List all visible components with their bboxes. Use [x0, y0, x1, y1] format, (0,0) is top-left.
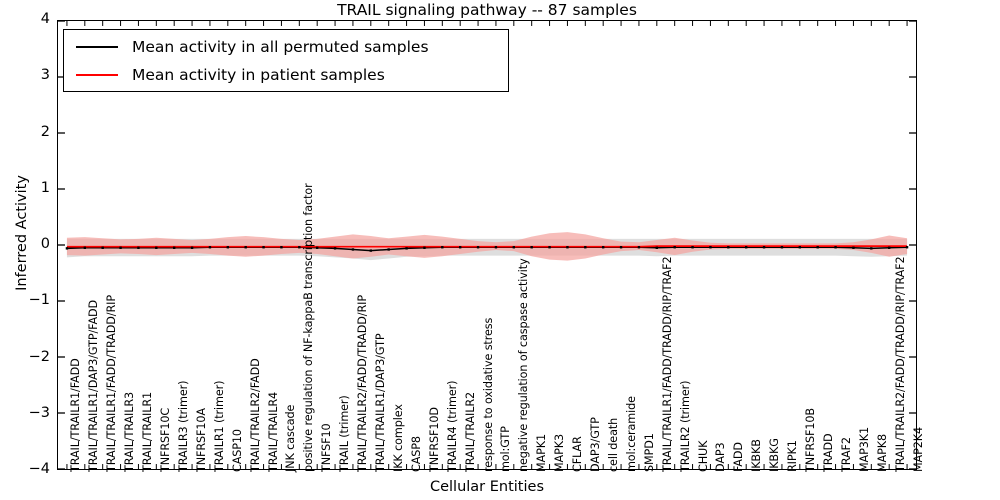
data-point-marker	[762, 246, 766, 249]
y-tick-label: −2	[28, 348, 50, 365]
y-axis: 4 3 2 1 0 −1 −2 −3 −4	[0, 0, 50, 500]
y-tick-label: −3	[28, 404, 50, 421]
y-tick-label: 2	[40, 123, 50, 140]
legend-label-patient: Mean activity in patient samples	[132, 66, 385, 84]
data-point-marker	[476, 246, 480, 249]
data-point-marker	[530, 246, 533, 249]
data-point-marker	[298, 246, 301, 249]
x-axis-label: Cellular Entities	[429, 479, 545, 495]
legend-label-permuted: Mean activity in all permuted samples	[132, 38, 429, 56]
data-point-marker	[333, 247, 337, 250]
data-point-marker	[637, 246, 641, 249]
legend: Mean activity in all permuted samples Me…	[63, 29, 509, 92]
patient-mean-line	[66, 245, 908, 248]
data-point-marker	[369, 249, 373, 252]
legend-item-permuted: Mean activity in all permuted samples	[64, 33, 508, 61]
y-tick-label: 1	[40, 179, 50, 196]
legend-swatch-permuted	[76, 46, 118, 48]
legend-swatch-patient	[76, 74, 118, 76]
y-axis-label: Inferred Activity	[14, 175, 30, 291]
data-point-marker	[619, 246, 623, 249]
data-point-marker	[816, 246, 819, 249]
data-point-marker	[262, 246, 265, 249]
data-point-marker	[280, 246, 283, 249]
data-point-marker	[405, 247, 408, 250]
data-point-marker	[852, 246, 855, 249]
data-point-marker	[584, 246, 587, 249]
y-tick-label: 3	[40, 67, 50, 84]
data-point-marker	[226, 246, 230, 249]
data-point-marker	[655, 246, 659, 249]
y-tick-label: −1	[28, 292, 50, 309]
data-point-marker	[101, 246, 104, 249]
data-point-marker	[65, 247, 69, 250]
data-point-marker	[351, 248, 355, 251]
data-point-marker	[137, 246, 140, 249]
data-point-marker	[494, 246, 498, 249]
data-point-marker	[387, 248, 390, 251]
y-tick-label: 0	[40, 236, 50, 252]
data-point-marker	[244, 246, 247, 249]
data-point-marker	[727, 246, 730, 249]
data-point-marker	[172, 246, 176, 249]
data-point-marker	[155, 246, 158, 249]
data-point-marker	[208, 246, 212, 249]
data-point-marker	[780, 246, 784, 249]
y-tick-label: 4	[40, 11, 50, 27]
data-point-marker	[315, 246, 319, 249]
page-title: TRAIL signaling pathway -- 87 samples	[337, 1, 637, 19]
plot-area	[57, 20, 917, 470]
data-point-marker	[691, 246, 694, 249]
data-point-marker	[190, 246, 194, 249]
data-point-marker	[887, 246, 891, 249]
data-point-marker	[441, 246, 444, 249]
data-point-marker	[834, 246, 837, 249]
data-point-marker	[673, 246, 676, 249]
plot-svg	[58, 21, 916, 469]
data-point-marker	[905, 246, 909, 249]
data-point-marker	[798, 246, 802, 249]
data-point-marker	[744, 246, 748, 249]
data-point-marker	[423, 246, 426, 249]
data-point-marker	[458, 246, 462, 249]
data-point-marker	[83, 246, 87, 249]
data-point-marker	[566, 246, 569, 249]
data-point-marker	[709, 246, 712, 249]
data-point-marker	[601, 246, 605, 249]
data-point-marker	[548, 246, 551, 249]
data-point-marker	[512, 246, 516, 249]
legend-item-patient: Mean activity in patient samples	[64, 61, 508, 89]
data-point-marker	[119, 246, 122, 249]
data-point-marker	[870, 247, 873, 250]
y-tick-label: −4	[28, 461, 50, 477]
